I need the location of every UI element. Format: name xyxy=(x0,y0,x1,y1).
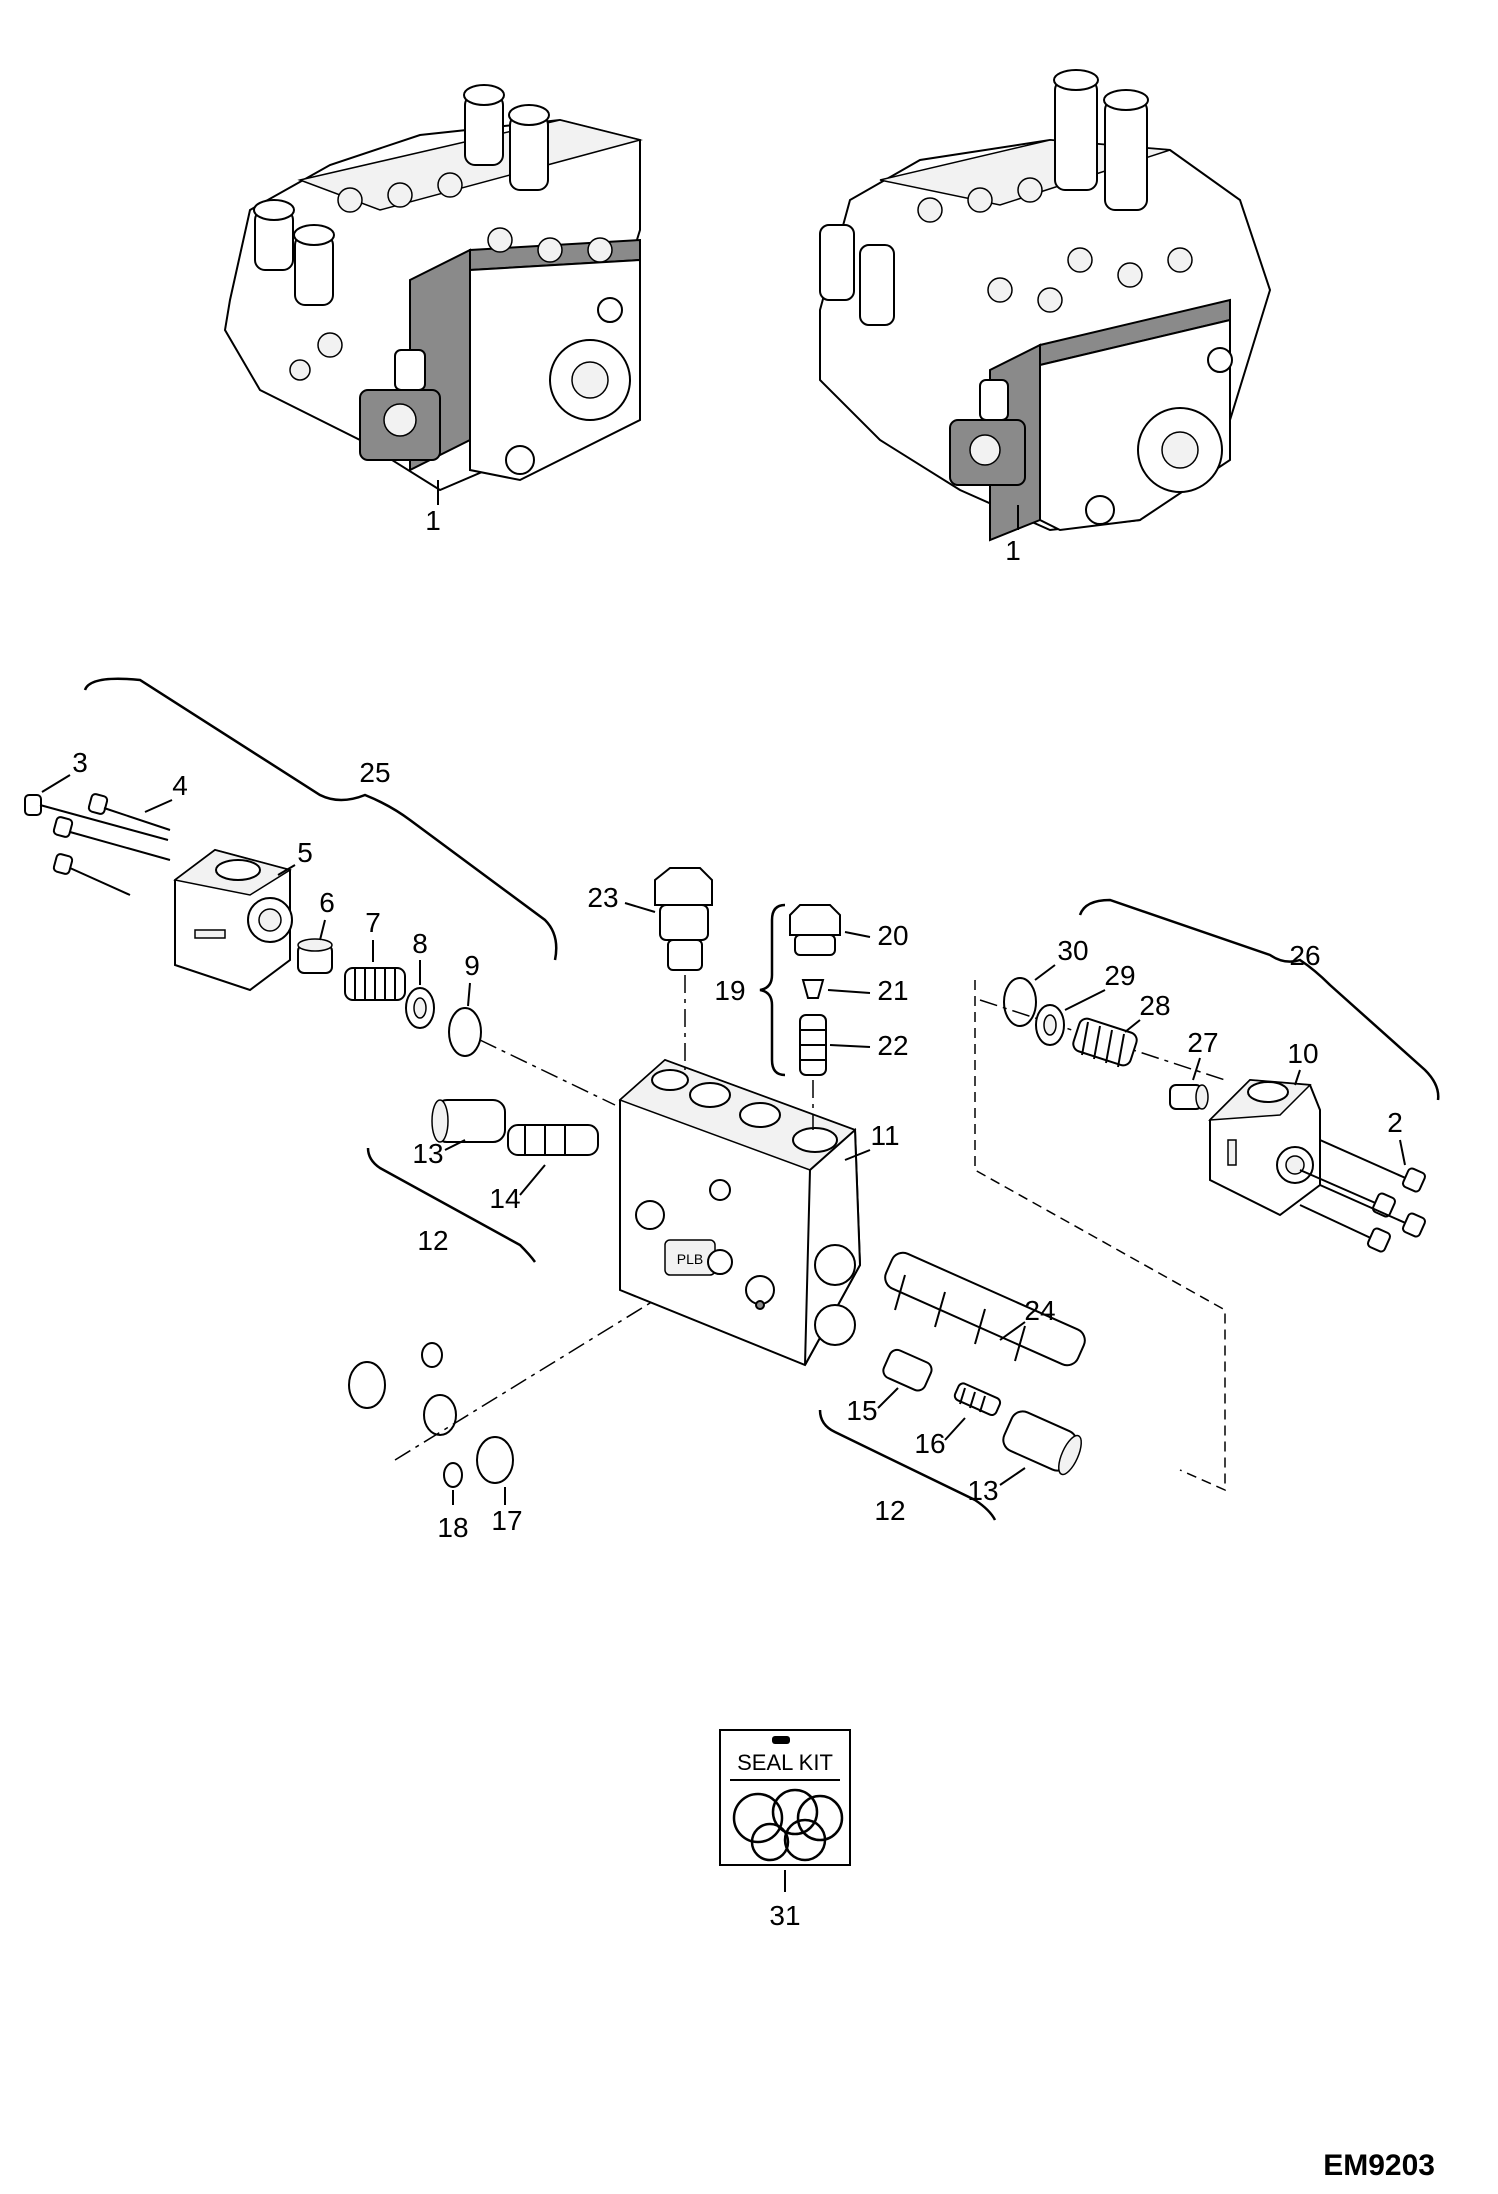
spring-7 xyxy=(344,967,406,1001)
brace-25 xyxy=(83,677,558,961)
callout-4: 4 xyxy=(172,770,188,801)
brace-26 xyxy=(1078,898,1440,1101)
callout-7: 7 xyxy=(365,907,381,938)
callout-11: 11 xyxy=(870,1120,899,1151)
callout-16: 16 xyxy=(914,1428,945,1459)
end-cap-5 xyxy=(173,848,293,992)
callout-23: 23 xyxy=(587,882,618,913)
valve-assembly-view-left xyxy=(223,84,643,505)
callout-2: 2 xyxy=(1387,1107,1403,1138)
assembly-axis-left xyxy=(479,1039,616,1106)
callout-3: 3 xyxy=(72,747,88,778)
callout-26: 26 xyxy=(1289,940,1320,971)
callout-24: 24 xyxy=(1024,1295,1055,1326)
diagram-code: EM9203 xyxy=(1323,2149,1435,2182)
o-ring-small-a xyxy=(421,1342,443,1368)
callout-15: 15 xyxy=(846,1395,877,1426)
callout-20: 20 xyxy=(877,920,908,951)
o-ring-17 xyxy=(476,1436,514,1484)
callout-8: 8 xyxy=(412,928,428,959)
assembly-outline-right xyxy=(974,980,1226,1492)
seat-21 xyxy=(801,979,825,999)
callout-21: 21 xyxy=(877,975,908,1006)
spool-14 xyxy=(507,1124,599,1156)
callout-6: 6 xyxy=(319,887,335,918)
o-ring-18 xyxy=(443,1462,463,1488)
callout-25: 25 xyxy=(359,757,390,788)
o-ring-large-b xyxy=(423,1394,457,1436)
callout-1-left: 1 xyxy=(425,505,441,536)
callout-10: 10 xyxy=(1287,1038,1318,1069)
o-ring-large-a xyxy=(348,1361,386,1409)
plug-27 xyxy=(1169,1084,1209,1110)
assembly-axis-bottom xyxy=(394,1299,656,1461)
spool-cap-13-right xyxy=(1002,1410,1082,1476)
callout-31: 31 xyxy=(769,1900,800,1931)
end-cap-10 xyxy=(1208,1078,1321,1217)
seal-kit-label: SEAL KIT xyxy=(737,1750,833,1775)
spring-16 xyxy=(953,1382,1002,1416)
callout-28: 28 xyxy=(1139,990,1170,1021)
relief-valve-23 xyxy=(654,867,713,971)
callout-9: 9 xyxy=(464,950,480,981)
callout-29: 29 xyxy=(1104,960,1135,991)
o-ring-30 xyxy=(1003,977,1037,1027)
callout-12-right: 12 xyxy=(874,1495,905,1526)
valve-assembly-view-right xyxy=(819,69,1272,542)
callout-30: 30 xyxy=(1057,935,1088,966)
washer-8 xyxy=(405,987,435,1029)
body-marking: PLB xyxy=(677,1251,703,1267)
callout-19: 19 xyxy=(714,975,745,1006)
brace-12-left xyxy=(366,1147,537,1263)
poppet-22 xyxy=(799,1014,827,1076)
bolt-set-2 xyxy=(1299,1139,1427,1253)
washer-29 xyxy=(1035,1004,1065,1046)
o-ring-9 xyxy=(448,1007,482,1057)
brace-12-right xyxy=(818,1409,997,1521)
brace-19 xyxy=(759,903,786,1077)
spring-seat-15 xyxy=(882,1348,933,1392)
plug-6 xyxy=(297,938,333,974)
callout-27: 27 xyxy=(1187,1027,1218,1058)
callout-1-right: 1 xyxy=(1005,535,1021,566)
spring-28 xyxy=(1072,1017,1138,1068)
spool-24 xyxy=(884,1251,1086,1367)
spool-cap-13-left xyxy=(431,1099,506,1143)
callout-5: 5 xyxy=(297,837,313,868)
callout-22: 22 xyxy=(877,1030,908,1061)
plug-20 xyxy=(789,904,841,956)
callout-14: 14 xyxy=(489,1183,520,1214)
callout-18: 18 xyxy=(437,1512,468,1543)
callout-17: 17 xyxy=(491,1505,522,1536)
callout-13-left: 13 xyxy=(412,1138,443,1169)
seal-kit-31: SEAL KIT xyxy=(719,1729,851,1866)
bolt-set-4 xyxy=(24,793,171,896)
callout-12-left: 12 xyxy=(417,1225,448,1256)
callout-13-right: 13 xyxy=(967,1475,998,1506)
valve-body-11: PLB xyxy=(618,1058,862,1367)
